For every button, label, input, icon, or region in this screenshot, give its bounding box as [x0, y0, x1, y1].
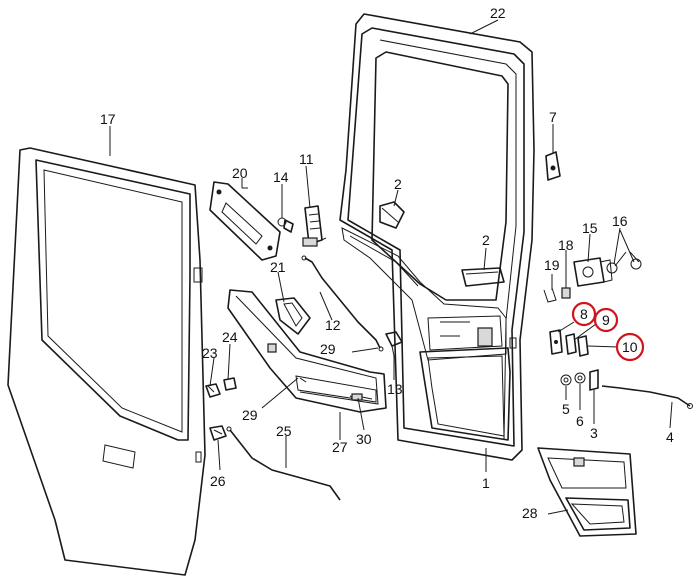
clip-30: [351, 393, 373, 401]
rod-12: [301, 255, 384, 352]
callout-10: 10: [622, 339, 638, 355]
callout-23: 23: [202, 345, 218, 361]
callout-26: 26: [210, 473, 226, 489]
callout-3: 3: [590, 425, 598, 441]
callout-12: 12: [325, 317, 341, 333]
callout-7: 7: [549, 109, 557, 125]
highlight-rings: [571, 301, 645, 362]
callout-27: 27: [332, 439, 348, 455]
lock-mechanism: [302, 205, 327, 247]
keys-16: [606, 251, 642, 274]
screw-14: [277, 217, 294, 233]
callout-2-upper: 2: [394, 176, 402, 192]
latch-part-8: [549, 329, 563, 355]
catch-24: [223, 377, 237, 391]
lock-housing-15: [573, 257, 613, 287]
rod-25: [226, 426, 341, 501]
grab-handle-lower: [461, 267, 505, 287]
callout-2-lower: 2: [482, 232, 490, 248]
callout-5: 5: [562, 401, 570, 417]
callout-13: 13: [387, 381, 403, 397]
storage-pocket-28: [537, 447, 637, 537]
callout-30: 30: [356, 431, 372, 447]
highlight-ring-9: [593, 307, 619, 333]
catch-26: [209, 425, 227, 441]
bracket-7: [545, 151, 561, 181]
callout-22: 22: [490, 5, 506, 21]
leader-lines: [109, 19, 673, 515]
callout-29-upper: 29: [320, 341, 336, 357]
outer-door-panel: [7, 147, 206, 576]
clip-19: [543, 287, 557, 303]
callout-14: 14: [273, 169, 289, 185]
callout-9: 9: [602, 312, 610, 328]
callout-25: 25: [276, 423, 292, 439]
highlight-ring-8: [571, 301, 597, 327]
door-frame: [339, 13, 535, 461]
callout-8: 8: [580, 306, 588, 322]
callout-21: 21: [270, 259, 286, 275]
latch-part-9: [565, 333, 577, 355]
striker-3: [589, 369, 599, 391]
callout-16: 16: [612, 213, 628, 229]
nut-6: [574, 372, 586, 384]
callout-1: 1: [482, 475, 490, 491]
washer-5: [560, 374, 572, 386]
callout-6: 6: [576, 413, 584, 429]
rod-18: [561, 256, 571, 299]
callout-17: 17: [100, 111, 116, 127]
callout-15: 15: [582, 220, 598, 236]
callout-29-lower: 29: [242, 407, 258, 423]
callout-18: 18: [558, 237, 574, 253]
inner-handle-21: [275, 297, 311, 335]
latch-part-10: [577, 335, 589, 357]
callout-28: 28: [522, 505, 538, 521]
catch-23: [205, 383, 221, 398]
highlight-ring-10: [615, 332, 645, 362]
callout-24: 24: [222, 329, 238, 345]
callout-19: 19: [544, 257, 560, 273]
cable-4: [601, 385, 693, 409]
callout-4: 4: [666, 429, 674, 445]
callout-20: 20: [232, 165, 248, 181]
callout-11: 11: [299, 151, 314, 167]
window-handle-upper: [379, 201, 405, 229]
inner-handle-plate: [209, 181, 281, 261]
callout-labels: 17 20 11 14 22 2 2 7 15 16 18 19 21 12 2…: [100, 5, 674, 521]
